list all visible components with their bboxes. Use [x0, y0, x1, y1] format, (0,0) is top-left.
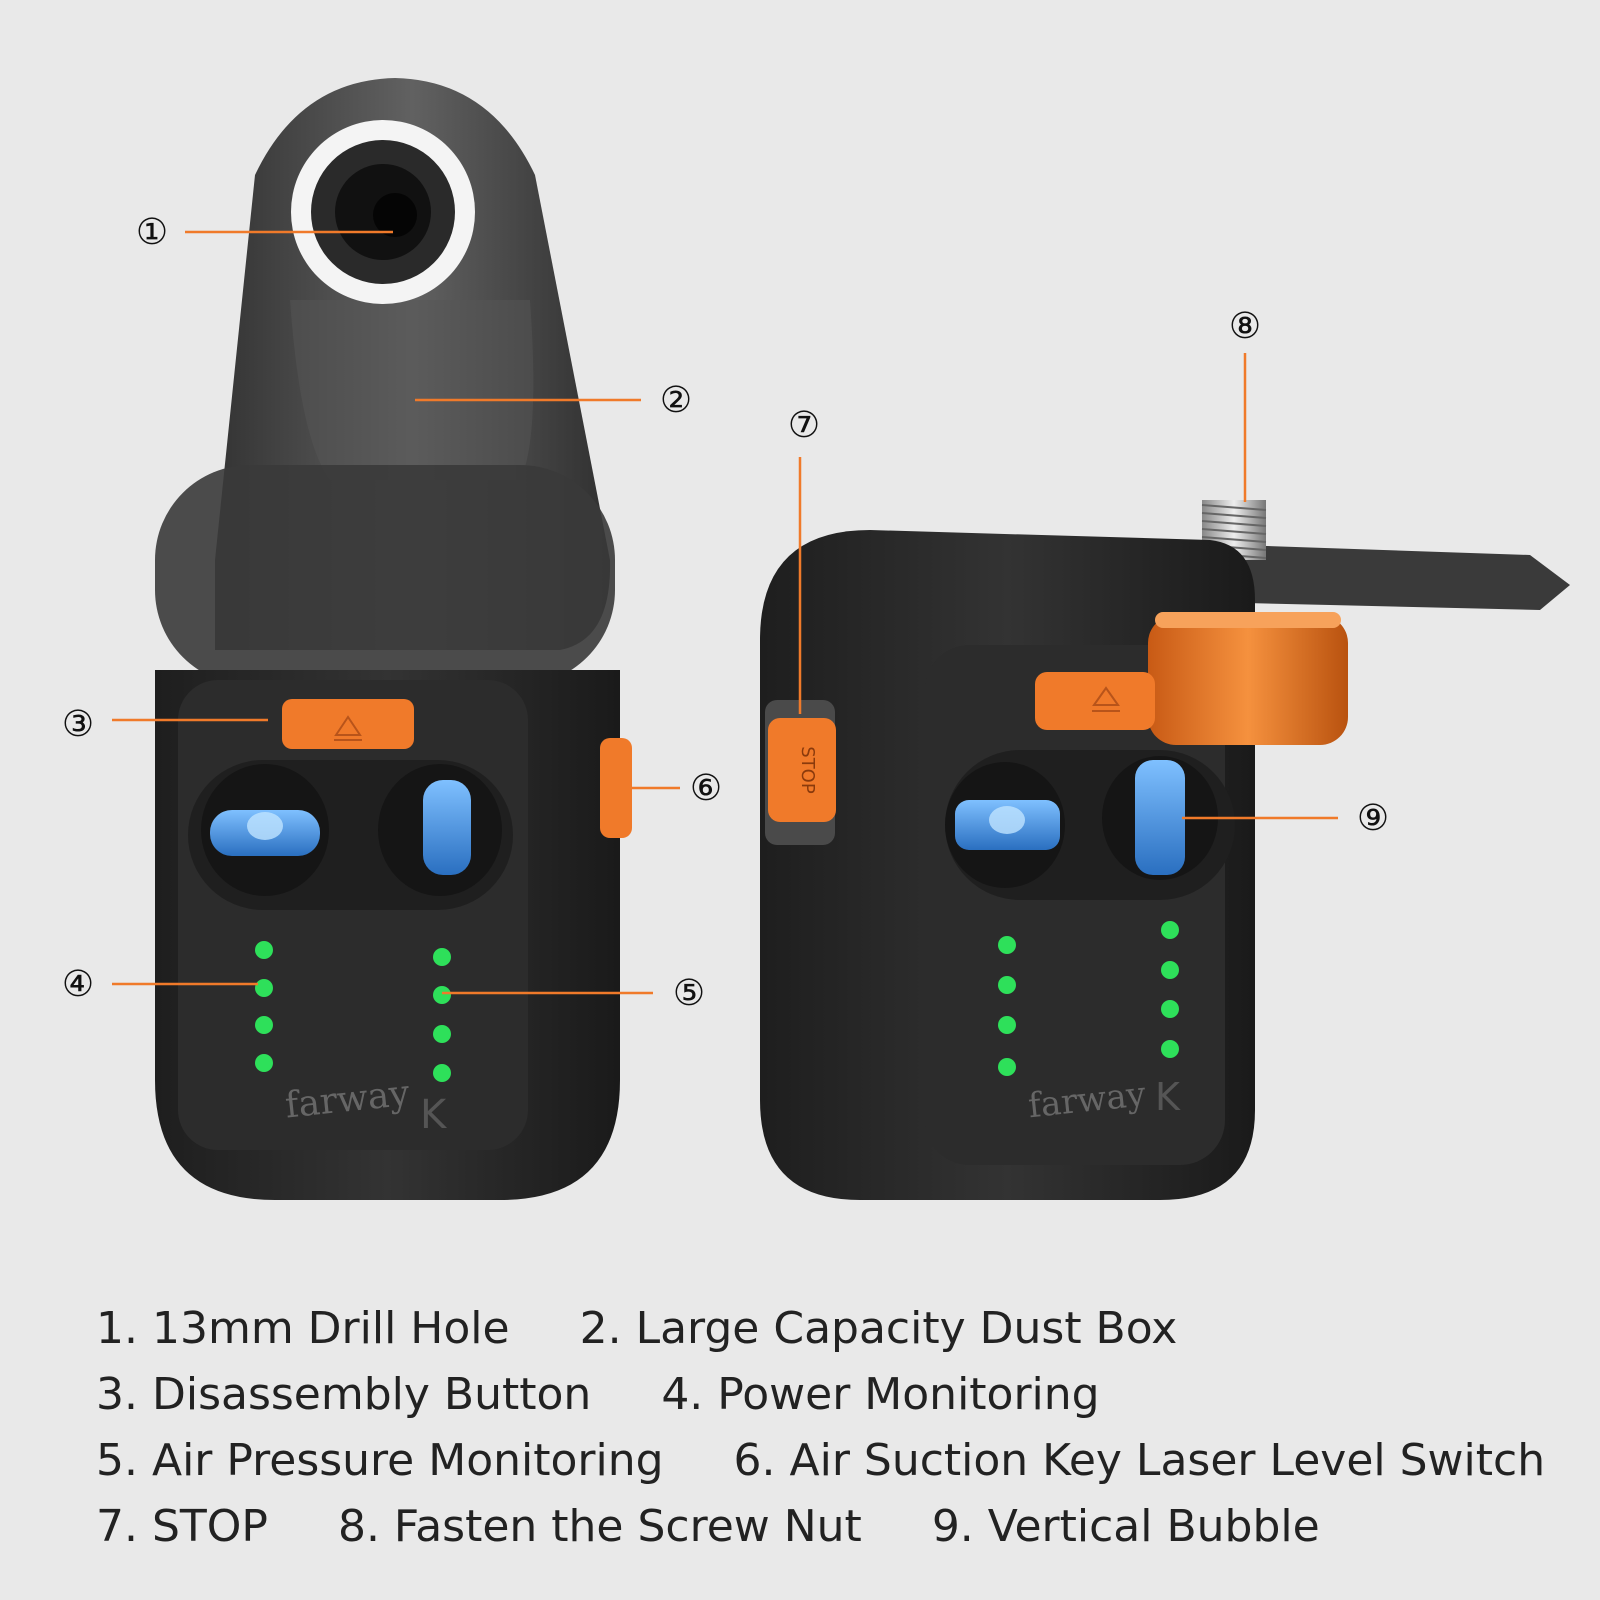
callout-7: ⑦: [788, 405, 820, 446]
legend-row-2: 3. Disassembly Button 4. Power Monitoring: [96, 1362, 1516, 1428]
legend-item-3: 3. Disassembly Button: [96, 1369, 592, 1420]
horizontal-bubble: [247, 812, 283, 840]
eject-icon: [334, 715, 362, 741]
right-led-column-b: [1161, 921, 1179, 1058]
legend-item-7: 7. STOP: [96, 1501, 268, 1552]
screw-nut[interactable]: [1148, 615, 1348, 745]
right-eject-icon: [1092, 686, 1120, 712]
callout-markers: ① ② ③ ④ ⑤ ⑥ ⑦ ⑧ ⑨: [62, 212, 1389, 1014]
led-indicator: [433, 948, 451, 966]
vertical-bubble-vial: [1135, 760, 1185, 875]
led-indicator: [255, 1054, 273, 1072]
callout-8: ⑧: [1229, 306, 1261, 347]
right-device: STOP farway K: [760, 500, 1570, 1200]
feature-legend: 1. 13mm Drill Hole 2. Large Capacity Dust…: [96, 1296, 1545, 1560]
screw-thread-line: [1201, 512, 1267, 519]
stop-button-label: STOP: [797, 746, 818, 794]
drill-hole-core: [373, 193, 417, 237]
legend-row-3: 5. Air Pressure Monitoring 6. Air Suction…: [96, 1428, 1545, 1494]
callout-5: ⑤: [673, 973, 705, 1014]
legend-item-5: 5. Air Pressure Monitoring: [96, 1435, 664, 1486]
dust-box-window: [290, 300, 534, 480]
led-indicator: [255, 1016, 273, 1034]
led-indicator: [998, 1058, 1016, 1076]
led-indicator: [255, 979, 273, 997]
air-pressure-led-column: [433, 948, 451, 1082]
screw-thread-line: [1201, 536, 1267, 543]
legend-item-4: 4. Power Monitoring: [661, 1369, 1100, 1420]
callout-1: ①: [136, 212, 168, 253]
vertical-bubble-vial-left: [423, 780, 471, 875]
right-model-mark: K: [1155, 1075, 1181, 1119]
led-indicator: [998, 936, 1016, 954]
legend-item-8: 8. Fasten the Screw Nut: [337, 1501, 862, 1552]
screw-thread-line: [1201, 504, 1267, 511]
led-indicator: [1161, 921, 1179, 939]
power-led-column: [255, 941, 273, 1072]
led-indicator: [1161, 1000, 1179, 1018]
left-model-mark: K: [420, 1092, 448, 1138]
callout-6: ⑥: [690, 768, 722, 809]
legend-row-1: 1. 13mm Drill Hole 2. Large Capacity Dust…: [96, 1296, 1516, 1362]
right-horizontal-bubble: [989, 806, 1025, 834]
callout-lines: [112, 230, 1338, 995]
led-indicator: [998, 976, 1016, 994]
legend-item-1: 1. 13mm Drill Hole: [96, 1303, 510, 1354]
right-disassembly-button[interactable]: [1035, 672, 1155, 730]
screw-nut-top: [1155, 612, 1341, 628]
led-indicator: [433, 1025, 451, 1043]
led-indicator: [433, 986, 451, 1004]
callout-2: ②: [660, 380, 692, 421]
disassembly-button[interactable]: [282, 699, 414, 749]
stop-button[interactable]: [768, 718, 836, 822]
legend-row-4: 7. STOP 8. Fasten the Screw Nut 9. Vertica…: [96, 1494, 1516, 1560]
screw-thread-line: [1201, 528, 1267, 535]
led-indicator: [1161, 961, 1179, 979]
screw-thread-line: [1201, 520, 1267, 527]
legend-item-2: 2. Large Capacity Dust Box: [579, 1303, 1178, 1354]
callout-3: ③: [62, 704, 94, 745]
left-body-top: [155, 465, 615, 685]
right-led-column-a: [998, 936, 1016, 1076]
led-indicator: [998, 1016, 1016, 1034]
led-indicator: [1161, 1040, 1179, 1058]
callout-9: ⑨: [1357, 798, 1389, 839]
legend-item-6: 6. Air Suction Key Laser Level Switch: [733, 1435, 1546, 1486]
led-indicator: [255, 941, 273, 959]
led-indicator: [433, 1064, 451, 1082]
legend-item-9: 9. Vertical Bubble: [931, 1501, 1320, 1552]
callout-4: ④: [62, 964, 94, 1005]
left-device: farway K: [155, 78, 632, 1200]
air-suction-key[interactable]: [600, 738, 632, 838]
